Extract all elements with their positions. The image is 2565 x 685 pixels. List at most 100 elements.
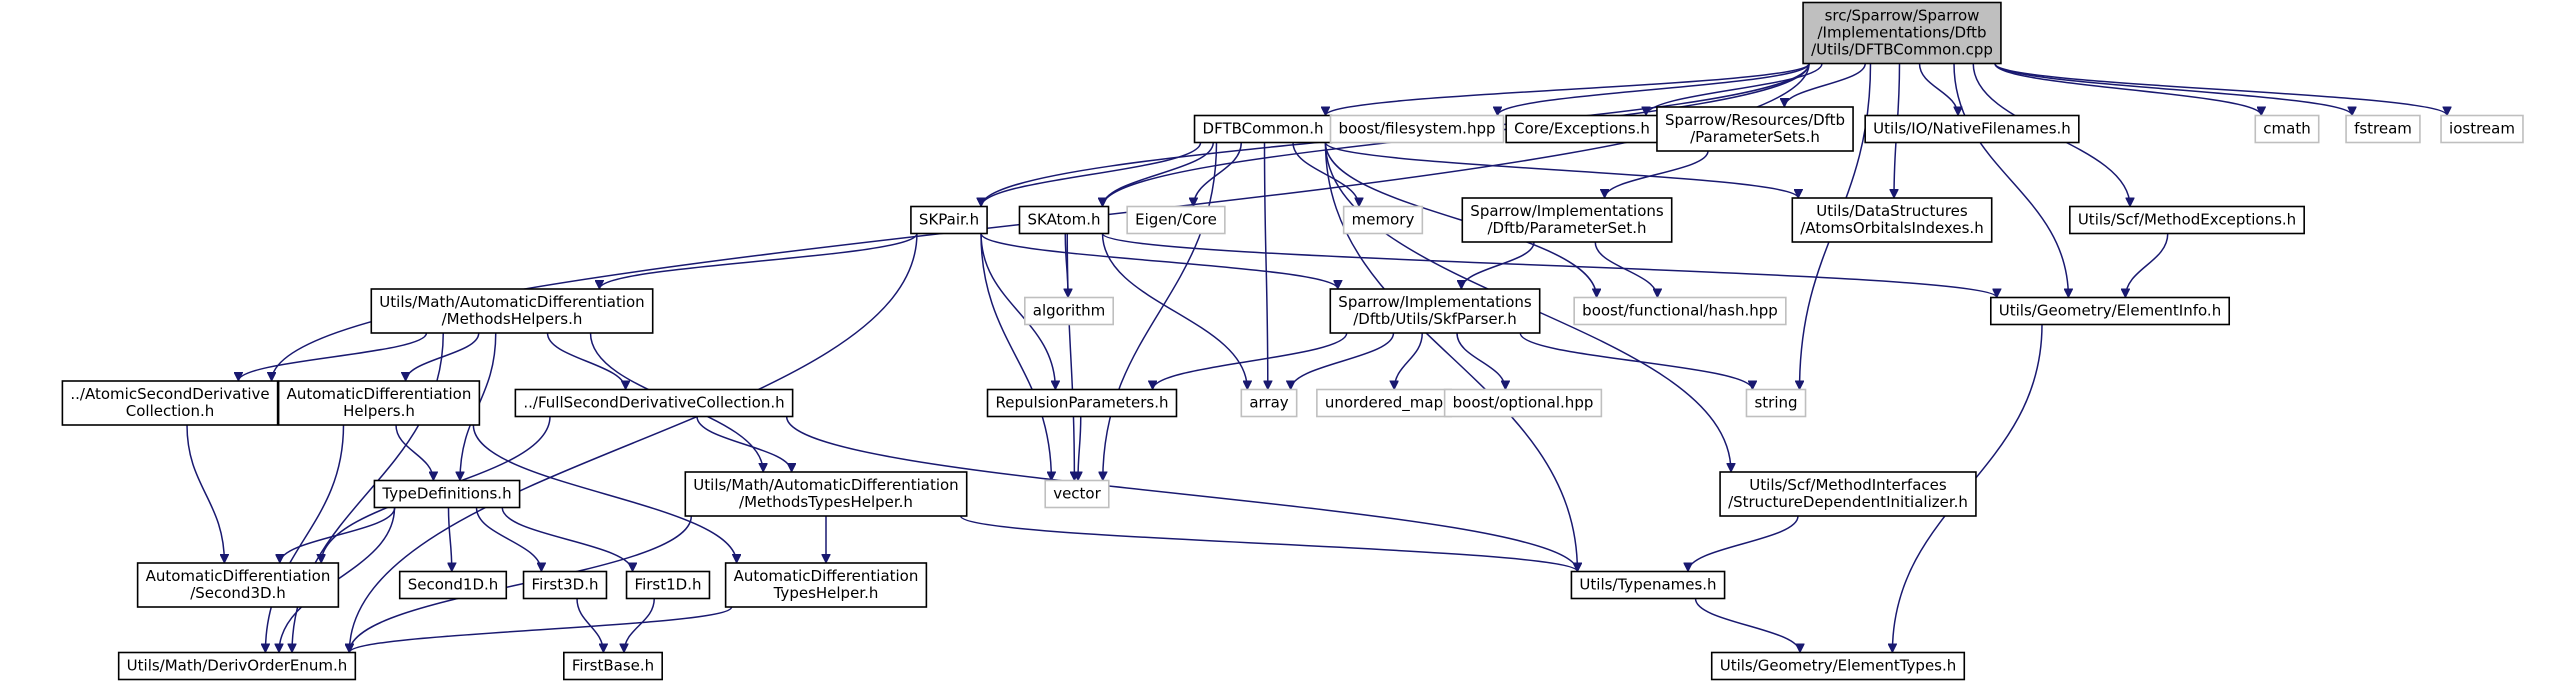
- edge-dftbcommon_h-to-boost_hash: [1324, 142, 1596, 298]
- edge-parameterset_h-to-skfparser: [1461, 241, 1535, 290]
- node-typenames[interactable]: Utils/Typenames.h: [1570, 570, 1726, 600]
- edge-dftbcommon_h-to-vector: [1103, 142, 1218, 481]
- node-parametersets_h[interactable]: Sparrow/Resources/Dftb/ParameterSets.h: [1656, 106, 1854, 152]
- node-label: boost/optional.hpp: [1453, 394, 1594, 412]
- node-memory[interactable]: memory: [1342, 205, 1424, 235]
- node-box: [1461, 197, 1673, 243]
- node-box: [2345, 114, 2421, 144]
- edge-structdepinit-to-typenames: [1688, 515, 1799, 572]
- node-skatom[interactable]: SKAtom.h: [1018, 205, 1110, 235]
- node-nativefilenames[interactable]: Utils/IO/NativeFilenames.h: [1864, 114, 2080, 144]
- node-root[interactable]: src/Sparrow/Sparrow/Implementations/Dftb…: [1802, 1, 2002, 65]
- node-box: [1656, 106, 1854, 152]
- node-unordered_map[interactable]: unordered_map: [1316, 388, 1452, 418]
- node-second3d[interactable]: AutomaticDifferentiation/Second3D.h: [136, 562, 340, 608]
- node-label: /Dftb/ParameterSet.h: [1487, 219, 1646, 237]
- edge-skatom-to-elementinfo: [1101, 232, 1997, 299]
- node-box: [1719, 471, 1977, 517]
- node-skpair[interactable]: SKPair.h: [910, 205, 988, 235]
- edge-typedefs-to-first1d: [501, 507, 632, 572]
- node-firstbase[interactable]: FirstBase.h: [563, 651, 663, 681]
- edge-skatom-to-vector: [1066, 233, 1074, 481]
- node-methodstypeshelper[interactable]: Utils/Math/AutomaticDifferentiation/Meth…: [684, 471, 968, 517]
- node-atomsorbitals[interactable]: Utils/DataStructures/AtomsOrbitalsIndexe…: [1791, 197, 1993, 243]
- node-iostream[interactable]: iostream: [2440, 114, 2524, 144]
- edge-repulsion-to-vector: [1078, 416, 1081, 481]
- node-boost_hash[interactable]: boost/functional/hash.hpp: [1573, 296, 1787, 326]
- node-first1d[interactable]: First1D.h: [625, 570, 711, 600]
- node-label: Utils/Typenames.h: [1579, 576, 1716, 594]
- node-structdepinit[interactable]: Utils/Scf/MethodInterfaces/StructureDepe…: [1719, 471, 1977, 517]
- edge-root-to-cmath: [1994, 63, 2261, 116]
- edge-skfparser-to-boost_optional: [1456, 332, 1505, 390]
- node-dftbcommon_h[interactable]: DFTBCommon.h: [1193, 114, 1333, 144]
- node-label: Eigen/Core: [1135, 211, 1217, 229]
- node-box: [136, 562, 340, 608]
- node-label: Sparrow/Implementations: [1470, 202, 1664, 220]
- node-box: [986, 388, 1178, 418]
- node-algorithm[interactable]: algorithm: [1023, 296, 1115, 326]
- node-box: [2440, 114, 2524, 144]
- node-label: Core/Exceptions.h: [1514, 120, 1650, 138]
- node-repulsion[interactable]: RepulsionParameters.h: [986, 388, 1178, 418]
- edge-skpair-to-repulsion: [980, 233, 1055, 390]
- edge-dftbcommon_h-to-skatom: [1103, 142, 1214, 207]
- node-label: Sparrow/Implementations: [1338, 293, 1532, 311]
- edge-adhelpers-to-derivorderenum: [265, 424, 345, 653]
- node-core_exceptions[interactable]: Core/Exceptions.h: [1505, 114, 1659, 144]
- node-box: [684, 471, 968, 517]
- node-full2nd[interactable]: ../FullSecondDerivativeCollection.h: [514, 388, 794, 418]
- node-label: Second1D.h: [408, 576, 499, 594]
- node-array[interactable]: array: [1240, 388, 1298, 418]
- edge-typedefs-to-second3d: [280, 507, 396, 564]
- node-cmath[interactable]: cmath: [2254, 114, 2320, 144]
- node-second1d[interactable]: Second1D.h: [398, 570, 508, 600]
- node-box: [1864, 114, 2080, 144]
- node-typedefs[interactable]: TypeDefinitions.h: [373, 479, 521, 509]
- edge-dftbcommon_h-to-memory: [1292, 142, 1359, 207]
- node-first3d[interactable]: First3D.h: [522, 570, 608, 600]
- node-boost_filesystem[interactable]: boost/filesystem.hpp: [1329, 114, 1505, 144]
- edge-parameterset_h-to-boost_hash: [1594, 241, 1657, 298]
- node-label: TypesHelper.h: [773, 584, 879, 602]
- node-skfparser[interactable]: Sparrow/Implementations/Dftb/Utils/SkfPa…: [1329, 288, 1541, 334]
- node-box: [1126, 205, 1226, 235]
- node-box: [2069, 205, 2305, 235]
- node-label: algorithm: [1033, 302, 1105, 320]
- edge-dftbcommon_h-to-typenames: [1324, 142, 1577, 572]
- edge-root-to-fstream: [1994, 63, 2352, 116]
- node-fstream[interactable]: fstream: [2345, 114, 2421, 144]
- node-box: [398, 570, 508, 600]
- node-label: /Utils/DFTBCommon.cpp: [1811, 41, 1993, 59]
- node-label: /MethodsTypesHelper.h: [739, 493, 913, 511]
- node-label: AutomaticDifferentiation: [146, 567, 331, 585]
- node-box: [1791, 197, 1993, 243]
- node-derivorderenum[interactable]: Utils/Math/DerivOrderEnum.h: [117, 651, 357, 681]
- node-methodexceptions[interactable]: Utils/Scf/MethodExceptions.h: [2069, 205, 2305, 235]
- node-box: [373, 479, 521, 509]
- node-label: memory: [1352, 211, 1415, 229]
- node-methodshelpers[interactable]: Utils/Math/AutomaticDifferentiation/Meth…: [370, 288, 654, 334]
- node-elementtypes[interactable]: Utils/Geometry/ElementTypes.h: [1710, 651, 1966, 681]
- edge-root-to-nativefilenames: [1918, 63, 1959, 116]
- node-box: [1018, 205, 1110, 235]
- node-label: First3D.h: [532, 576, 599, 594]
- node-box: [1505, 114, 1659, 144]
- edge-skatom-to-array: [1101, 233, 1248, 390]
- node-box: [1316, 388, 1452, 418]
- node-box: [370, 288, 654, 334]
- node-eigen_core[interactable]: Eigen/Core: [1126, 205, 1226, 235]
- node-vector[interactable]: vector: [1044, 479, 1110, 509]
- node-label: Utils/Geometry/ElementTypes.h: [1720, 657, 1957, 675]
- node-label: iostream: [2449, 120, 2515, 138]
- node-boost_optional[interactable]: boost/optional.hpp: [1443, 388, 1603, 418]
- edge-methodexceptions-to-elementinfo: [2125, 233, 2169, 298]
- node-parameterset_h[interactable]: Sparrow/Implementations/Dftb/ParameterSe…: [1461, 197, 1673, 243]
- node-elementinfo[interactable]: Utils/Geometry/ElementInfo.h: [1989, 296, 2231, 326]
- edge-typedefs-to-second1d: [449, 507, 452, 572]
- node-string[interactable]: string: [1745, 388, 1807, 418]
- node-label: SKAtom.h: [1027, 211, 1100, 229]
